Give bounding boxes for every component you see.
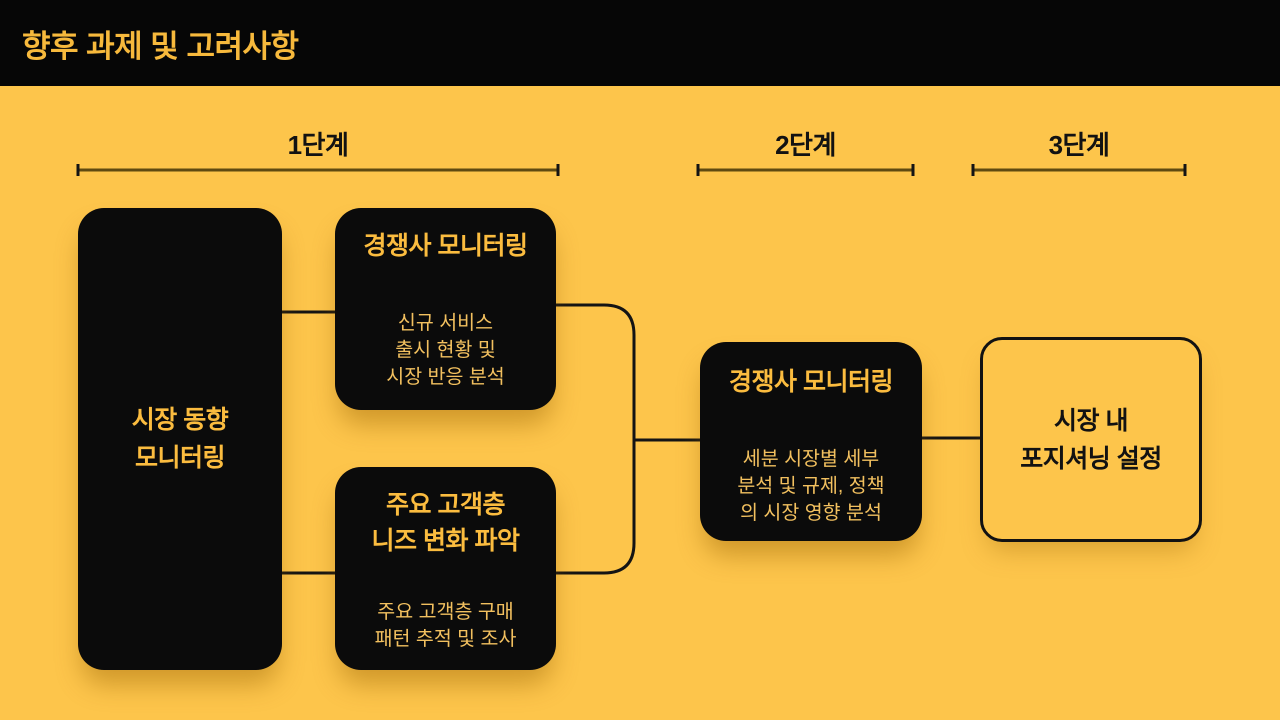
node-market-positioning: 시장 내 포지셔닝 설정 <box>980 337 1202 542</box>
node-customer-needs-change: 주요 고객층 니즈 변화 파악 주요 고객층 구매 패턴 추적 및 조사 <box>335 467 556 670</box>
node-title: 경쟁사 모니터링 <box>729 368 893 396</box>
node-body: 세분 시장별 세부 분석 및 규제, 정책 의 시장 영향 분석 <box>737 448 885 524</box>
node-competitor-monitoring-stage1: 경쟁사 모니터링 신규 서비스 출시 현황 및 시장 반응 분석 <box>335 208 556 410</box>
phase-2-label: 2단계 <box>775 130 836 160</box>
node-body: 주요 고객층 구매 패턴 추적 및 조사 <box>374 601 517 650</box>
phase-3-label: 3단계 <box>1048 130 1110 160</box>
phase-1-label: 1단계 <box>287 130 349 160</box>
connector-merge-bracket <box>556 303 636 575</box>
node-title: 시장 내 포지셔닝 설정 <box>1020 406 1162 473</box>
node-competitor-monitoring-stage2: 경쟁사 모니터링 세분 시장별 세부 분석 및 규제, 정책 의 시장 영향 분… <box>700 342 922 541</box>
node-title: 경쟁사 모니터링 <box>363 232 528 260</box>
node-title: 시장 동향 모니터링 <box>131 406 229 472</box>
slide-header: 향후 과제 및 고려사항 <box>0 0 1280 86</box>
node-market-trend-monitoring: 시장 동향 모니터링 <box>78 208 282 670</box>
node-body: 신규 서비스 출시 현황 및 시장 반응 분석 <box>386 312 505 388</box>
node-title: 주요 고객층 니즈 변화 파악 <box>371 491 520 555</box>
slide-title: 향후 과제 및 고려사항 <box>22 28 299 64</box>
